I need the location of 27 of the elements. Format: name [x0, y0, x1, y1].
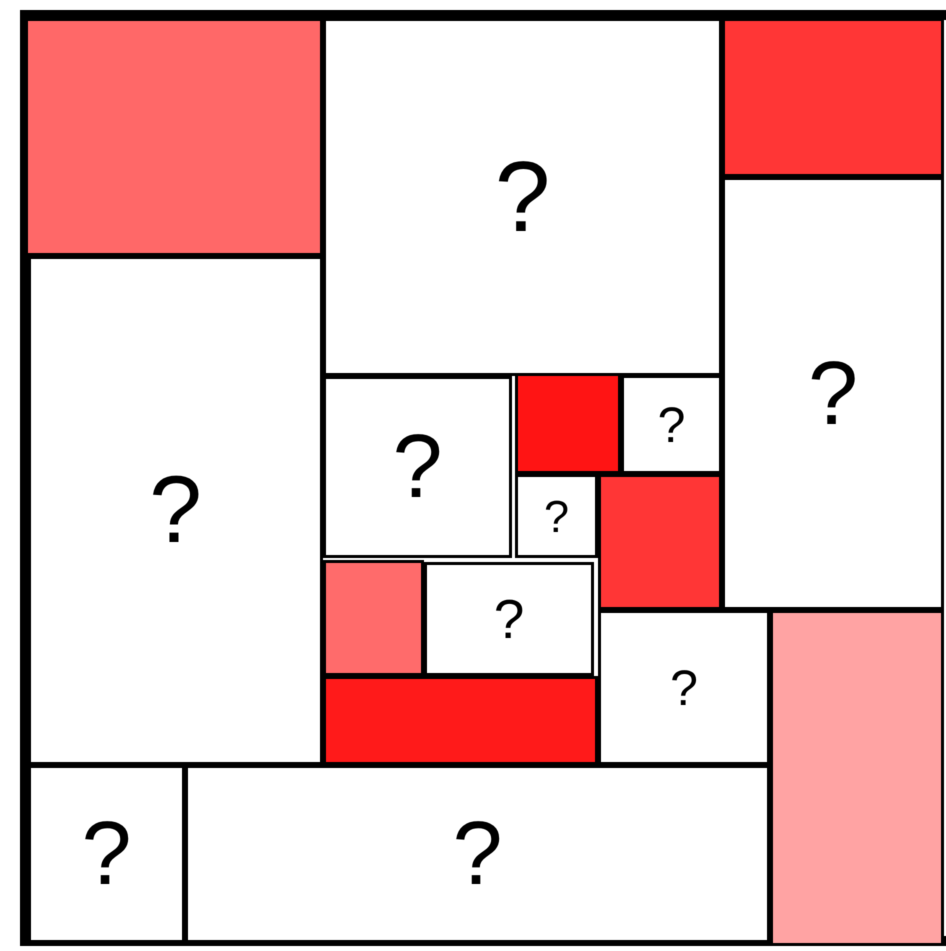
question-mark: ? — [658, 400, 686, 450]
unknown-rectangle — [722, 177, 944, 610]
colored-rectangle — [25, 18, 323, 256]
colored-rectangle — [515, 373, 621, 474]
question-mark: ? — [149, 463, 202, 558]
unknown-rectangle — [28, 256, 323, 765]
question-mark: ? — [670, 662, 698, 712]
question-mark: ? — [494, 592, 524, 646]
unknown-rectangle — [185, 765, 770, 943]
unknown-rectangle — [424, 562, 594, 676]
unknown-rectangle — [323, 18, 722, 376]
colored-rectangle — [722, 18, 944, 177]
unknown-rectangle — [598, 610, 770, 765]
question-mark: ? — [81, 809, 132, 899]
colored-rectangle — [598, 474, 722, 610]
question-mark: ? — [392, 422, 443, 512]
unknown-rectangle — [515, 474, 598, 558]
question-mark: ? — [452, 809, 503, 899]
question-mark: ? — [494, 147, 550, 247]
unknown-rectangle — [323, 376, 512, 558]
colored-rectangle — [770, 610, 944, 946]
question-mark: ? — [808, 348, 858, 438]
question-mark: ? — [544, 494, 570, 538]
unknown-rectangle — [28, 765, 185, 943]
colored-rectangle — [323, 676, 598, 765]
unknown-rectangle — [621, 375, 722, 474]
colored-rectangle — [323, 560, 424, 676]
